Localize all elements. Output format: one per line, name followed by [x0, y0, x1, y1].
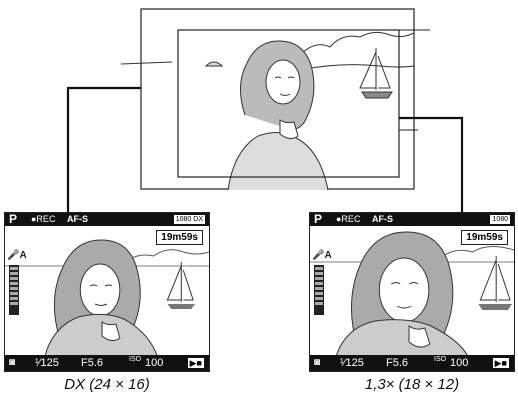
rec-indicator: ●REC [31, 213, 55, 226]
movie-quality: 1080 DX [174, 215, 205, 224]
time-remaining: 19m59s [156, 230, 203, 245]
sound-level-meter [314, 265, 324, 315]
sailboat-icon [478, 256, 512, 310]
af-mode: AF-S [67, 213, 88, 226]
scene-dx [5, 226, 209, 357]
leader-line-dx [68, 88, 141, 212]
status-bar-bottom: ◙ ¹⁄125 F5.6 ISO 100 ▶■ [5, 355, 209, 371]
aperture: F5.6 [81, 355, 103, 371]
time-remaining: 19m59s [461, 230, 508, 245]
shutter-speed: ¹⁄125 [340, 355, 364, 371]
status-bar-top: P ●REC AF-S 1080 DX [5, 213, 209, 226]
movie-mode-icon: ▶■ [493, 358, 509, 368]
movie-mode-icon: ▶■ [188, 358, 204, 368]
viewfinder-dx: P ●REC AF-S 1080 DX 19m59s 🎤A ◙ ¹⁄125 F5… [4, 212, 210, 372]
aperture: F5.6 [386, 355, 408, 371]
microphone-icon: 🎤A [7, 250, 27, 261]
mic-sensitivity: A [19, 250, 26, 261]
status-bar-bottom: ◙ ¹⁄125 F5.6 ISO 100 ▶■ [310, 355, 514, 371]
mic-sensitivity: A [324, 250, 331, 261]
status-bar-top: P ●REC AF-S 1080 [310, 213, 514, 226]
shutter-speed: ¹⁄125 [35, 355, 59, 371]
shooting-mode: P [314, 213, 322, 226]
microphone-icon: 🎤A [312, 250, 332, 261]
movie-quality: 1080 [490, 215, 510, 224]
caption-1-3x: 1,3× (18 × 12) [309, 376, 515, 393]
iso-value: 100 [145, 355, 163, 371]
iso-label: ISO [129, 352, 141, 368]
sailboat-icon [167, 262, 195, 309]
shooting-mode: P [9, 213, 17, 226]
caption-dx: DX (24 × 16) [4, 376, 210, 393]
iso-label: ISO [434, 352, 446, 368]
viewfinder-1-3x: P ●REC AF-S 1080 19m59s 🎤A ◙ ¹⁄125 F5.6 … [309, 212, 515, 372]
af-mode: AF-S [372, 213, 393, 226]
sound-level-meter [9, 265, 19, 315]
scene-1-3x [310, 226, 514, 357]
rec-indicator: ●REC [336, 213, 360, 226]
iso-value: 100 [450, 355, 468, 371]
metering-icon: ◙ [9, 355, 15, 371]
metering-icon: ◙ [314, 355, 320, 371]
